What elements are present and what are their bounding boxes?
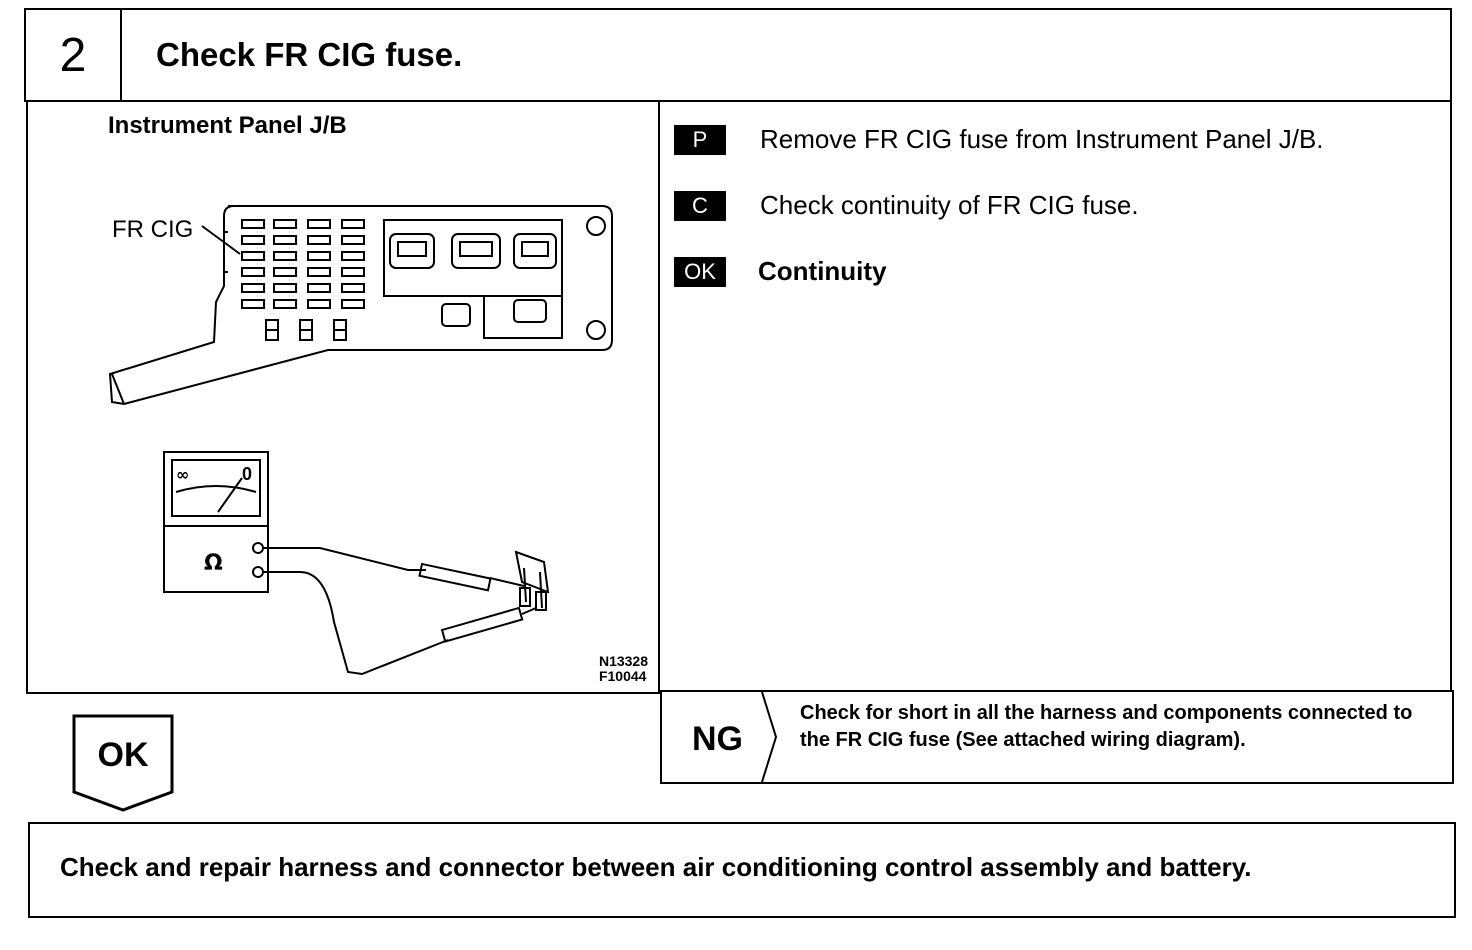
connector-3: [513, 233, 557, 269]
ohmmeter-body: [163, 451, 269, 593]
test-lead-red: [264, 547, 426, 571]
probe-2: [440, 606, 524, 643]
instruction-prepare-text: Remove FR CIG fuse from Instrument Panel…: [760, 124, 1324, 154]
connector-5: [513, 299, 547, 323]
ohm-symbol: Ω: [204, 551, 223, 576]
instruction-check-text: Check continuity of FR CIG fuse.: [760, 190, 1139, 220]
action-box: Check and repair harness and connector b…: [28, 822, 1456, 918]
illustration-heading: Instrument Panel J/B: [108, 112, 347, 139]
instruction-ok: OK Continuity: [674, 256, 887, 287]
instruction-check: C Check continuity of FR CIG fuse.: [674, 190, 1139, 221]
ng-chevron-icon: [761, 692, 778, 782]
instruction-ok-text: Continuity: [758, 256, 887, 286]
fr-cig-leader: [201, 225, 241, 255]
junction-block-outline: [108, 205, 613, 406]
instruction-prepare: P Remove FR CIG fuse from Instrument Pan…: [674, 124, 1324, 155]
figure-code-1: N13328: [598, 653, 648, 669]
fuse-grid: [241, 219, 365, 341]
connector-2: [451, 233, 501, 269]
figure-code-2: F10044: [598, 668, 647, 684]
step-number: 2: [26, 10, 122, 100]
junction-block-diagram: ∞ 0 Ω: [108, 205, 613, 676]
fr-cig-label: FR CIG: [112, 216, 194, 243]
figure-code: N13328 F10044: [599, 654, 648, 684]
ng-instruction-text: Check for short in all the harness and c…: [800, 702, 1413, 751]
connector-1: [389, 233, 435, 269]
instruction-panel: P Remove FR CIG fuse from Instrument Pan…: [658, 100, 1452, 692]
connector-4: [441, 303, 471, 327]
action-text: Check and repair harness and connector b…: [60, 852, 1252, 882]
step-header: 2 Check FR CIG fuse.: [24, 8, 1452, 102]
meter-needle: [217, 477, 243, 513]
badge-prepare: P: [674, 124, 726, 155]
badge-check: C: [674, 190, 726, 221]
ng-result-box: NG Check for short in all the harness an…: [660, 690, 1454, 784]
test-lead-black: [264, 571, 449, 676]
meter-infinity-mark: ∞: [176, 465, 189, 484]
badge-ok: OK: [674, 256, 726, 287]
illustration-panel: ∞ 0 Ω Instrument Panel J/B FR CIG N13328…: [26, 100, 660, 694]
probe-1: [418, 562, 492, 592]
fuse-icon: [514, 550, 550, 611]
ng-label: NG: [692, 720, 743, 758]
step-title: Check FR CIG fuse.: [156, 36, 463, 73]
ok-arrow-icon: [72, 714, 174, 812]
ok-label: OK: [97, 736, 149, 774]
meter-zero-mark: 0: [242, 464, 252, 484]
